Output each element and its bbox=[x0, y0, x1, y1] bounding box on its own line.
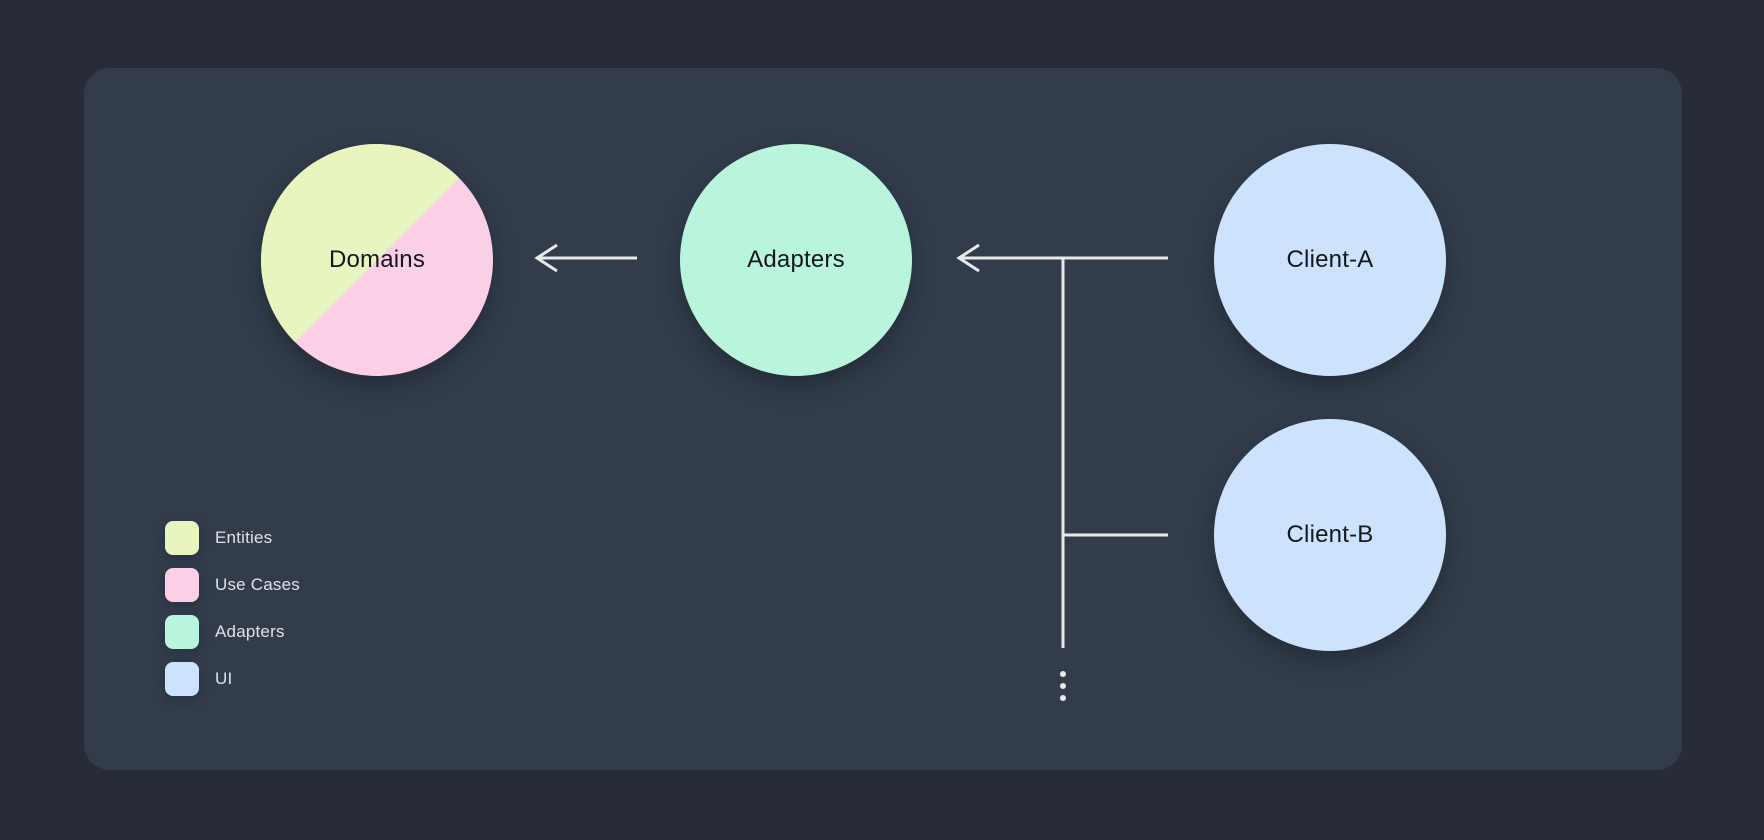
legend: Entities Use Cases Adapters UI bbox=[165, 521, 300, 696]
legend-item-ui: UI bbox=[165, 662, 300, 696]
legend-swatch-adapters bbox=[165, 615, 199, 649]
edge-adapters-to-domains bbox=[534, 243, 637, 273]
more-items-ellipsis-icon bbox=[1060, 671, 1066, 701]
legend-item-entities: Entities bbox=[165, 521, 300, 555]
legend-label-adapters: Adapters bbox=[215, 622, 285, 641]
node-label-adapters: Adapters bbox=[747, 246, 845, 273]
arrowhead-left-icon bbox=[534, 243, 558, 273]
node-label-client-a: Client-A bbox=[1286, 246, 1374, 273]
legend-item-adapters: Adapters bbox=[165, 615, 300, 649]
legend-item-use-cases: Use Cases bbox=[165, 568, 300, 602]
legend-label-ui: UI bbox=[215, 669, 233, 688]
legend-label-use-cases: Use Cases bbox=[215, 575, 300, 594]
node-label-domains: Domains bbox=[328, 246, 426, 273]
legend-swatch-use-cases bbox=[165, 568, 199, 602]
edge-client-a-to-adapters bbox=[956, 243, 1168, 273]
node-label-client-b: Client-B bbox=[1286, 521, 1374, 548]
node-domains: Domains bbox=[261, 144, 493, 376]
node-client-b: Client-B bbox=[1214, 419, 1446, 651]
node-adapters: Adapters bbox=[680, 144, 912, 376]
legend-label-entities: Entities bbox=[215, 528, 273, 547]
arrowhead-left-icon bbox=[956, 243, 980, 273]
diagram-panel: Domains Adapters Client-A Client-B Entit… bbox=[84, 68, 1682, 770]
legend-swatch-entities bbox=[165, 521, 199, 555]
legend-swatch-ui bbox=[165, 662, 199, 696]
node-client-a: Client-A bbox=[1214, 144, 1446, 376]
